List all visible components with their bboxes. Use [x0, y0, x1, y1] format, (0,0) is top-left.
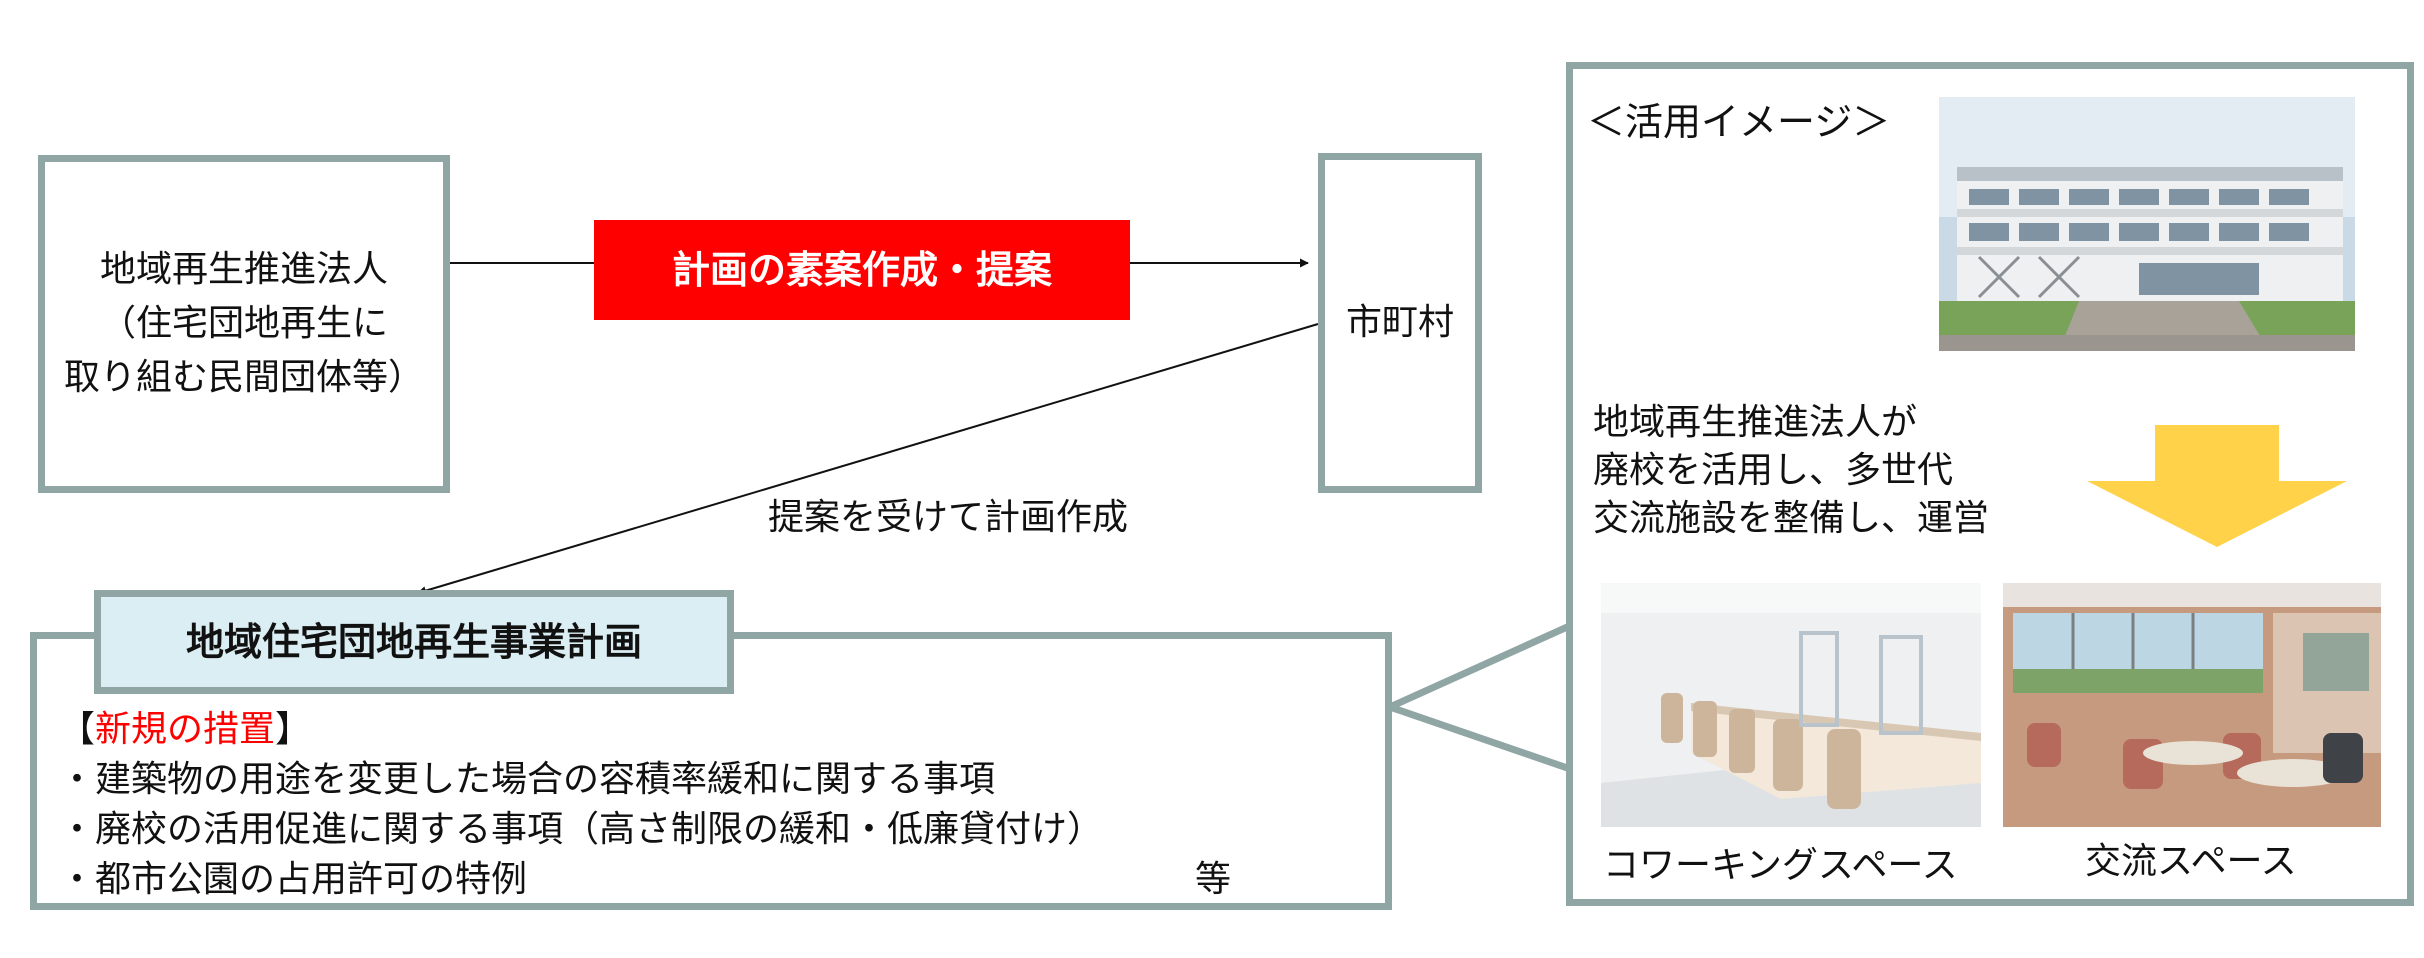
image-panel: ＜活用イメージ＞: [1566, 62, 2414, 906]
measure-item-2: ・廃校の活用促進に関する事項（高さ制限の緩和・低廉貸付け）: [59, 809, 1104, 850]
corporation-box: 地域再生推進法人 （住宅団地再生に 取り組む民間団体等）: [38, 155, 450, 493]
image-panel-heading: ＜活用イメージ＞: [1587, 100, 1891, 144]
description-line-2: 廃校を活用し、多世代: [1593, 450, 1954, 491]
corporation-line-2: （住宅団地再生に: [99, 303, 388, 344]
exchange-space-photo: [2003, 583, 2381, 827]
receive-label: 提案を受けて計画作成: [768, 497, 1129, 538]
corporation-line-1: 地域再生推進法人: [99, 249, 388, 290]
description-line-3: 交流施設を整備し、運営: [1593, 498, 1990, 539]
coworking-caption: コワーキングスペース: [1603, 845, 1958, 886]
measures-bracket-open: 【: [59, 709, 96, 750]
callout-pointer: [1380, 617, 1580, 776]
plan-title-tab: 地域住宅団地再生事業計画: [94, 590, 734, 694]
plan-title: 地域住宅団地再生事業計画: [185, 620, 642, 664]
corporation-line-3: 取り組む民間団体等）: [63, 357, 424, 398]
exchange-caption: 交流スペース: [2085, 841, 2297, 882]
measures-bracket-close: 】: [275, 709, 312, 750]
proposal-label-text: 計画の素案作成・提案: [671, 248, 1052, 292]
measure-item-1: ・建築物の用途を変更した場合の容積率緩和に関する事項: [59, 759, 996, 800]
measures-suffix: 等: [1195, 859, 1232, 900]
measure-item-3: ・都市公園の占用許可の特例: [59, 859, 528, 900]
image-panel-description: 地域再生推進法人が 廃校を活用し、多世代 交流施設を整備し、運営: [1593, 399, 1989, 543]
return-arrow: [417, 323, 1319, 595]
municipality-label: 市町村: [1345, 302, 1454, 343]
school-building-photo: [1939, 97, 2355, 351]
municipality-box: 市町村: [1318, 153, 1482, 493]
coworking-photo: [1601, 583, 1981, 827]
measures-heading: 新規の措置: [95, 709, 276, 750]
proposal-label: 計画の素案作成・提案: [594, 220, 1130, 320]
description-line-1: 地域再生推進法人が: [1593, 402, 1918, 443]
down-arrow-icon: [2087, 425, 2347, 547]
